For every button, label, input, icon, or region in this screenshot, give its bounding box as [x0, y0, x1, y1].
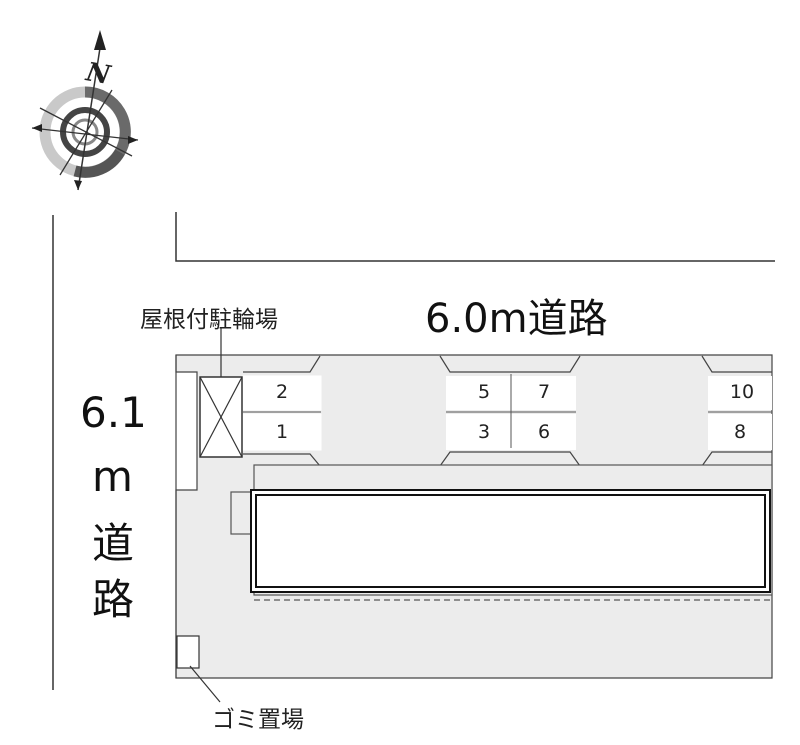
compass-rose-icon [31, 30, 139, 191]
parking-slots-left [242, 355, 322, 467]
bicycle-parking-label: 屋根付駐輪場 [140, 307, 278, 333]
parking-slot-8: 8 [733, 421, 747, 443]
bicycle-parking-box [199, 327, 243, 458]
top-road-edge [175, 212, 775, 262]
left-road-char-1: 道 [92, 519, 135, 568]
garbage-area-label: ゴミ置場 [212, 707, 304, 733]
building [230, 464, 773, 601]
parking-slots-right [701, 355, 772, 467]
parking-slot-6: 6 [537, 421, 551, 443]
parking-slot-2: 2 [275, 381, 289, 403]
parking-slot-10: 10 [729, 381, 755, 403]
parking-slot-1: 1 [275, 421, 289, 443]
garbage-area-box [176, 635, 221, 703]
compass-north-label: N [83, 57, 114, 91]
top-road-label: 6.0m道路 [425, 296, 608, 342]
left-road-char-2: 路 [92, 575, 135, 624]
left-road-width: 6.1 [80, 388, 147, 437]
parking-slot-7: 7 [537, 381, 551, 403]
parking-slot-3: 3 [477, 421, 491, 443]
parking-slot-5: 5 [477, 381, 491, 403]
left-road-unit: m [92, 452, 133, 501]
parking-slots-middle [439, 355, 581, 467]
